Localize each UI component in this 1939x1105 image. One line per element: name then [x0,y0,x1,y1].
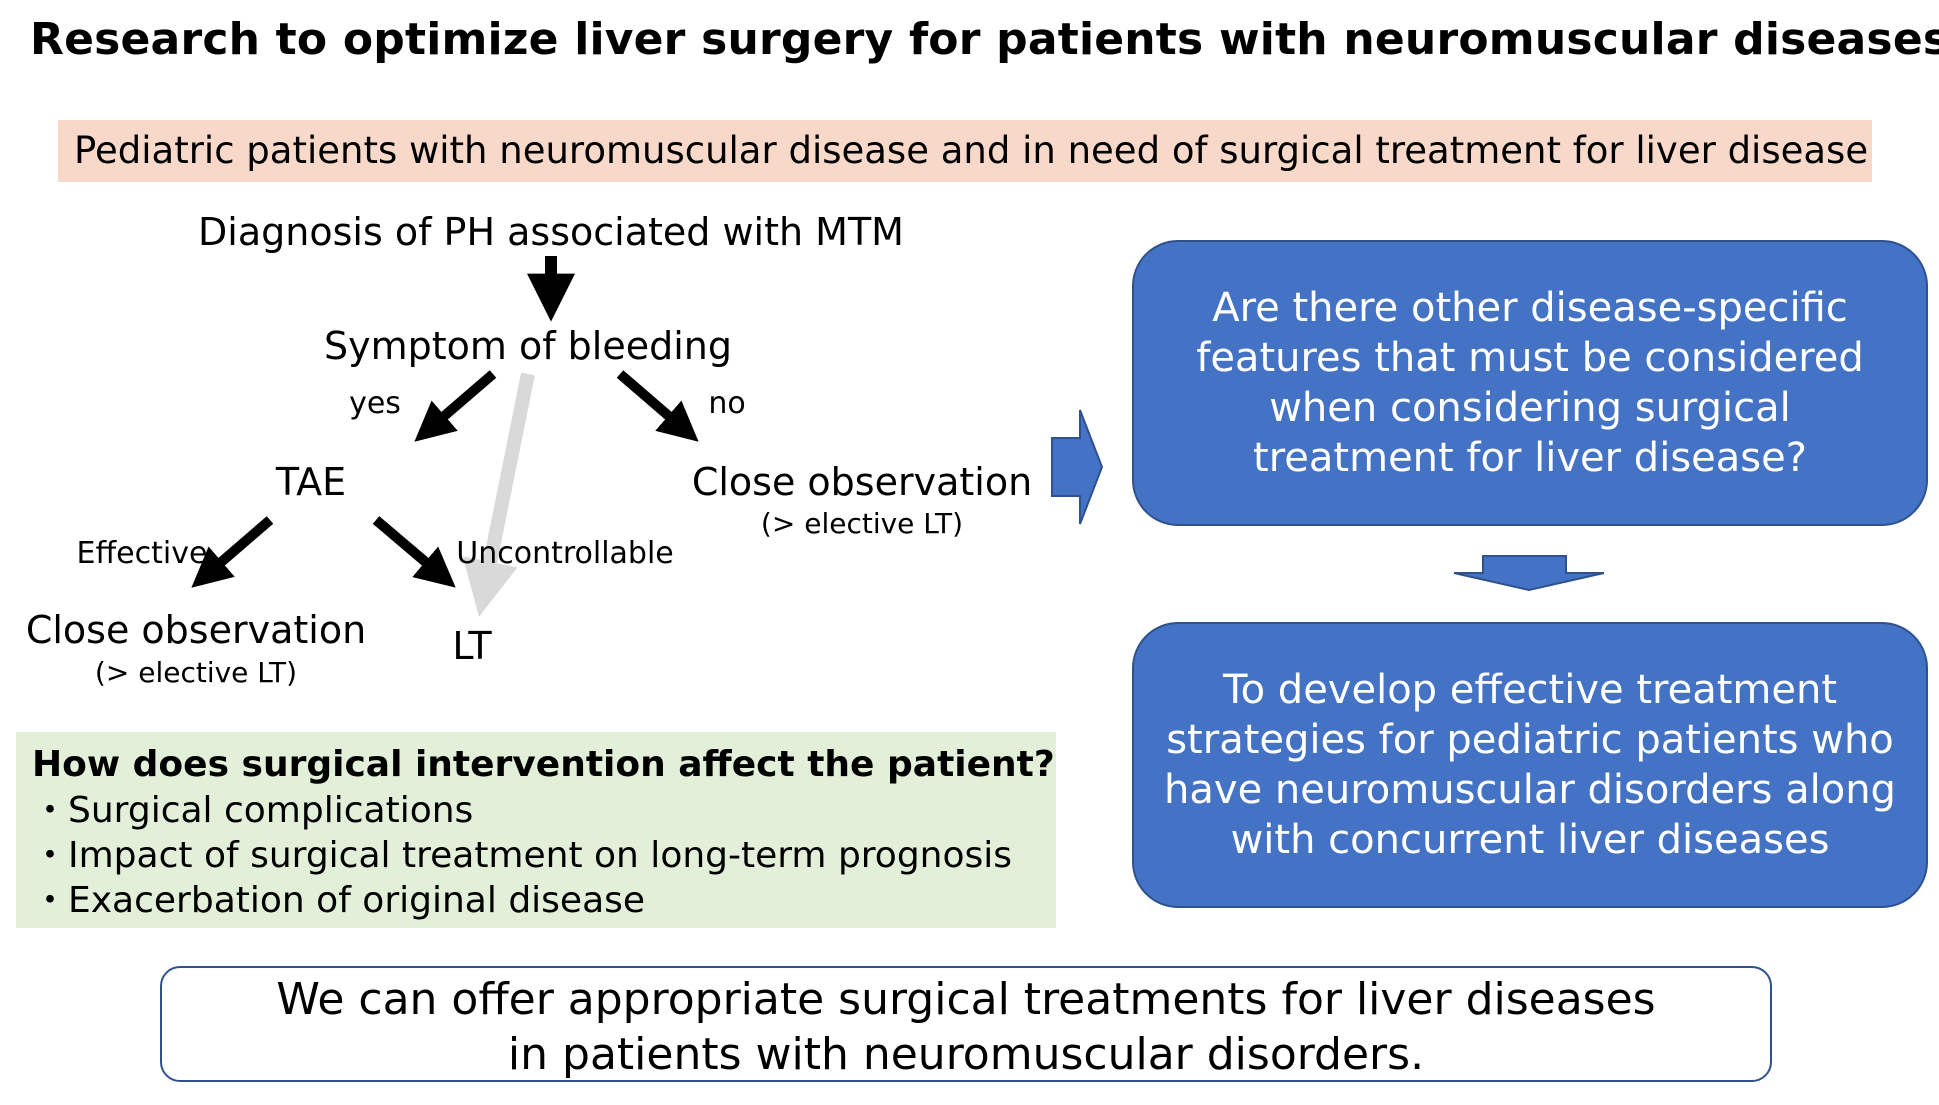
node-close-observation-right: Close observation [691,460,1033,504]
arrow-no-to-close-observation [616,370,699,442]
question-line: Are there other disease-specific [1212,285,1848,331]
conclusion-line: We can offer appropriate surgical treatm… [276,974,1656,1025]
banner-text: Pediatric patients with neuromuscular di… [74,129,1869,172]
goal-line: strategies for pediatric patients who [1166,717,1894,763]
question-line: treatment for liver disease? [1253,435,1807,481]
impact-box: How does surgical intervention affect th… [16,732,1056,928]
arrow-yes-to-tae [414,370,497,442]
down-arrow-to-goal [1453,555,1605,592]
conclusion-line: in patients with neuromuscular disorders… [507,1029,1425,1080]
impact-item: ・Exacerbation of original disease [32,880,646,921]
node-close-observation-right-sub: (> elective LT) [760,507,964,540]
node-close-observation-left-sub: (> elective LT) [94,656,298,689]
question-line: features that must be considered [1196,335,1864,381]
question-line: when considering surgical [1269,385,1791,431]
conclusion-box: We can offer appropriate surgical treatm… [160,966,1772,1082]
right-arrow-to-question [1051,409,1104,525]
goal-line: To develop effective treatment [1222,667,1838,713]
label-yes: yes [349,386,401,421]
impact-item: ・Surgical complications [32,790,474,831]
label-uncontrollable: Uncontrollable [456,536,674,571]
page-title: Research to optimize liver surgery for p… [30,14,1939,65]
ghost-arrow-symptom-to-lt [462,372,535,617]
arrow-effective-to-close-observation [191,516,274,588]
node-close-observation-left: Close observation [25,608,367,652]
goal-box: To develop effective treatment strategie… [1132,622,1928,908]
question-box: Are there other disease-specific feature… [1132,240,1928,526]
impact-question: How does surgical intervention affect th… [32,744,1055,785]
goal-line: with concurrent liver diseases [1230,817,1830,863]
node-tae: TAE [275,460,347,504]
arrow-uncontrollable-to-lt [372,516,456,588]
patient-population-banner: Pediatric patients with neuromuscular di… [58,120,1872,182]
label-effective: Effective [76,536,208,571]
label-no: no [708,386,746,421]
impact-item: ・Impact of surgical treatment on long-te… [32,835,1013,876]
goal-line: have neuromuscular disorders along [1164,767,1896,813]
node-symptom-of-bleeding: Symptom of bleeding [323,324,733,368]
node-diagnosis: Diagnosis of PH associated with MTM [198,210,904,254]
node-lt: LT [452,624,492,668]
